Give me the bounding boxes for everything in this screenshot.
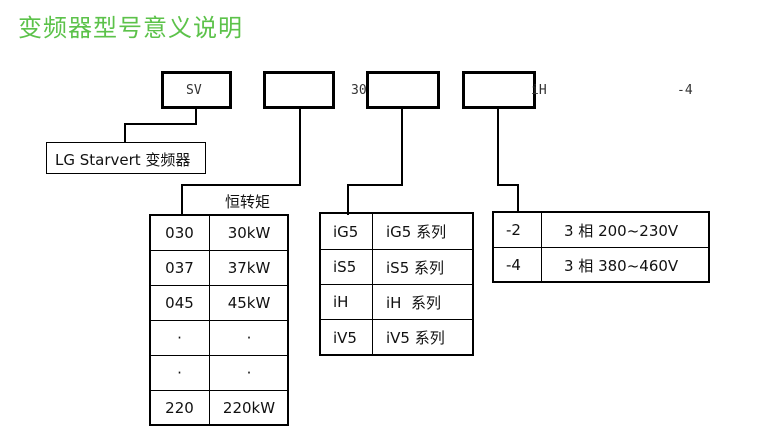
table-cell-power: 45kW bbox=[227, 294, 271, 312]
connector-line bbox=[347, 184, 403, 186]
table-divider bbox=[150, 320, 288, 321]
connector-line bbox=[497, 184, 519, 186]
code-box-voltage bbox=[462, 71, 536, 109]
table-cell-code: -4 bbox=[506, 256, 521, 274]
table-cell-power: 37kW bbox=[227, 259, 271, 277]
connector-line bbox=[124, 123, 126, 143]
connector-line bbox=[181, 184, 183, 215]
table-cell-name: iG5 系列 bbox=[386, 223, 447, 241]
table-cell-power: · bbox=[246, 329, 252, 347]
code-box-prefix bbox=[161, 71, 232, 109]
table-cell-power: 220kW bbox=[222, 399, 276, 417]
table-cell-name: iV5 系列 bbox=[386, 329, 445, 347]
table-cell-code: 220 bbox=[165, 399, 194, 417]
torque-label: 恒转矩 bbox=[225, 193, 271, 211]
table-cell-power: · bbox=[246, 364, 252, 382]
table-cell-code: iS5 bbox=[333, 258, 357, 276]
table-divider bbox=[320, 319, 473, 320]
table-divider bbox=[493, 247, 709, 248]
code-series-text: iH bbox=[531, 83, 547, 98]
table-divider bbox=[150, 390, 288, 391]
code-prefix-text: SV bbox=[186, 83, 202, 98]
connector-line bbox=[347, 184, 349, 215]
connector-line bbox=[497, 109, 499, 186]
code-box-capacity bbox=[263, 71, 335, 109]
connector-line bbox=[181, 184, 301, 186]
connector-line bbox=[195, 109, 197, 124]
code-capacity-text: 30 bbox=[351, 83, 367, 98]
table-cell-code: iG5 bbox=[333, 222, 359, 241]
table-cell-code: 030 bbox=[165, 224, 194, 242]
table-cell-desc: 3 相 380~460V bbox=[564, 256, 679, 275]
table-divider bbox=[150, 250, 288, 251]
table-cell-code: 045 bbox=[165, 294, 194, 312]
table-divider bbox=[320, 284, 473, 285]
table-cell-code: · bbox=[177, 329, 182, 347]
table-cell-code: iV5 bbox=[333, 328, 357, 347]
code-box-series bbox=[366, 71, 440, 109]
table-cell-code: -2 bbox=[506, 221, 521, 239]
code-suffix-text: -4 bbox=[677, 83, 693, 98]
table-cell-code: · bbox=[177, 364, 182, 382]
connector-line bbox=[124, 123, 197, 125]
table-cell-name: iH 系列 bbox=[386, 293, 441, 312]
table-divider bbox=[150, 355, 288, 356]
series-label-box bbox=[46, 142, 206, 174]
table-cell-desc: 3 相 200~230V bbox=[564, 221, 679, 240]
table-cell-power: 30kW bbox=[227, 224, 271, 242]
table-cell-code: iH bbox=[333, 293, 349, 311]
table-cell-code: 037 bbox=[165, 259, 194, 277]
page-title: 变频器型号意义说明 bbox=[18, 14, 243, 42]
connector-line bbox=[401, 109, 403, 186]
table-cell-name: iS5 系列 bbox=[386, 258, 445, 277]
series-label: LG Starvert 变频器 bbox=[55, 151, 191, 169]
table-divider bbox=[320, 249, 473, 250]
connector-line bbox=[299, 109, 301, 186]
connector-line bbox=[517, 184, 519, 213]
table-divider bbox=[150, 285, 288, 286]
